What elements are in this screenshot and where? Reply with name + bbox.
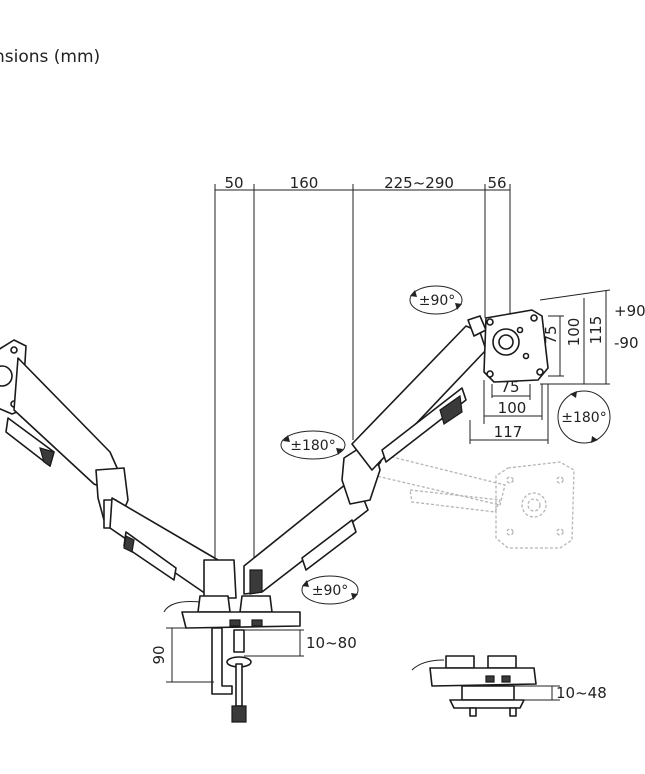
dim-50-label: 50 bbox=[224, 174, 243, 192]
rotation-swivel-mid-label: ±180° bbox=[290, 438, 335, 454]
dimensions-title: nsions (mm) bbox=[0, 47, 101, 67]
clamp-range-label: 10~80 bbox=[306, 634, 357, 652]
vesa-v100-label: 100 bbox=[565, 318, 583, 347]
tilt-up-label: +90 bbox=[614, 302, 645, 320]
vesa-vertical-dimensions bbox=[539, 289, 611, 385]
rotation-arrow-swivel-base bbox=[301, 575, 359, 605]
right-arm bbox=[243, 315, 487, 595]
grommet-mount bbox=[411, 655, 537, 717]
dim-160-label: 160 bbox=[290, 174, 319, 192]
tilt-down-label: -90 bbox=[614, 334, 639, 352]
rotation-arrow-tilt-top bbox=[409, 285, 463, 315]
dim-56-label: 56 bbox=[487, 174, 506, 192]
vesa-v75-label: 75 bbox=[542, 325, 560, 344]
vesa-h75-label: 75 bbox=[500, 378, 519, 396]
rotation-swivel-base-label: ±90° bbox=[312, 583, 349, 599]
top-dimension-guides bbox=[214, 184, 511, 565]
grommet-dimension-lines bbox=[514, 685, 560, 701]
vesa-horizontal-dimensions bbox=[469, 380, 549, 444]
clamp-height-label: 90 bbox=[150, 645, 168, 664]
rotation-arrow-vesa bbox=[557, 390, 611, 444]
dim-225-290-label: 225~290 bbox=[384, 174, 454, 192]
vesa-h117-label: 117 bbox=[494, 423, 523, 441]
clamp-dimension-lines bbox=[166, 627, 304, 683]
clamp-base bbox=[163, 595, 301, 723]
left-arm bbox=[0, 339, 237, 599]
vesa-h100-label: 100 bbox=[498, 399, 527, 417]
rotation-tilt-label: ±90° bbox=[419, 293, 456, 309]
rotation-arrow-swivel-mid bbox=[280, 430, 346, 460]
vesa-v115-label: 115 bbox=[587, 316, 605, 345]
vesa-plate-right bbox=[483, 309, 549, 383]
grommet-range-label: 10~48 bbox=[556, 684, 607, 702]
ghost-arm-position bbox=[367, 451, 575, 549]
rotation-vesa-label: ±180° bbox=[561, 410, 606, 426]
